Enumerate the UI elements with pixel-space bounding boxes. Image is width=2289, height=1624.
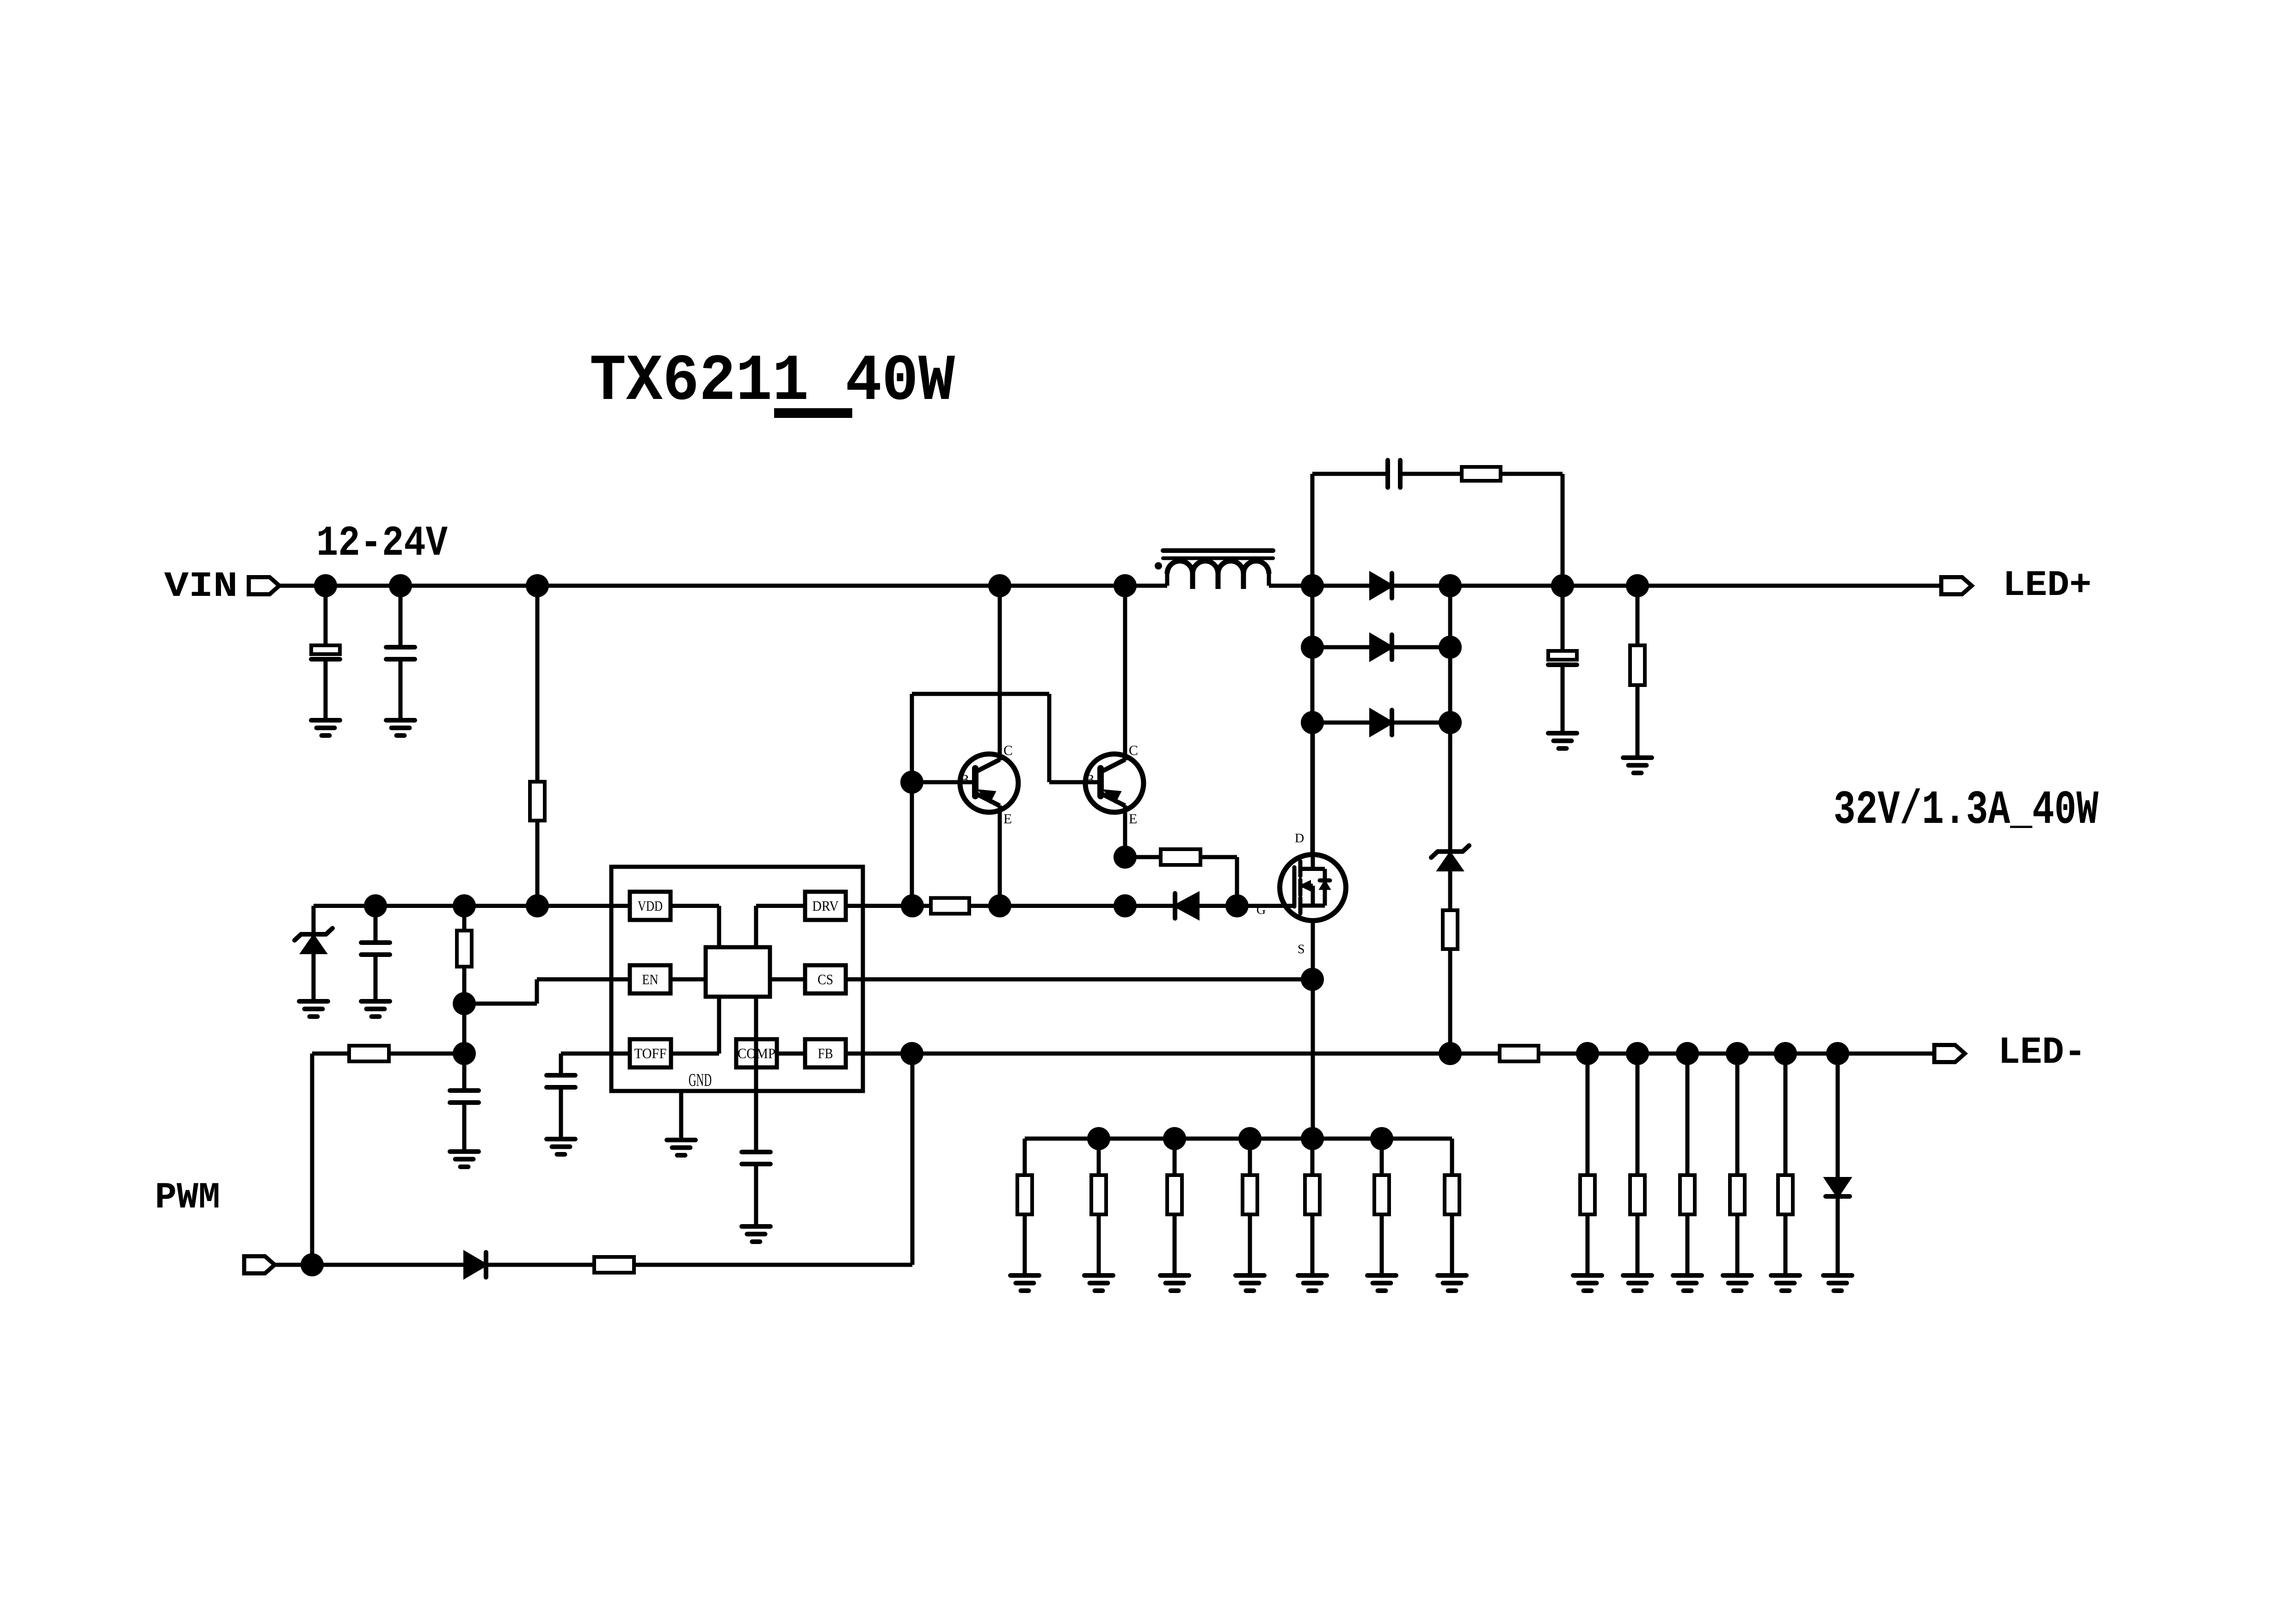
svg-text:VDD: VDD xyxy=(638,898,663,914)
svg-text:C: C xyxy=(1129,743,1138,758)
svg-text:CS: CS xyxy=(818,971,833,987)
svg-text:DRV: DRV xyxy=(812,898,839,914)
svg-text:EN: EN xyxy=(642,971,658,987)
svg-text:VIN: VIN xyxy=(164,567,238,607)
svg-text:D: D xyxy=(1295,831,1304,846)
svg-text:E: E xyxy=(1003,811,1012,827)
svg-text:12-24V: 12-24V xyxy=(316,519,448,568)
svg-text:E: E xyxy=(1129,811,1137,827)
svg-text:GND: GND xyxy=(689,1070,712,1090)
svg-text:S: S xyxy=(1298,942,1305,956)
svg-text:C: C xyxy=(1003,743,1013,758)
svg-text:LED-: LED- xyxy=(1998,1031,2086,1074)
svg-text:PWM: PWM xyxy=(155,1177,220,1219)
svg-text:TX6211 40W: TX6211 40W xyxy=(590,344,955,419)
svg-text:B: B xyxy=(1085,772,1095,787)
svg-text:G: G xyxy=(1256,903,1266,917)
svg-text:B: B xyxy=(960,772,969,787)
svg-text:TOFF: TOFF xyxy=(634,1045,667,1061)
svg-text:FB: FB xyxy=(818,1045,833,1061)
svg-text:LED+: LED+ xyxy=(2003,565,2092,606)
svg-text:32V/1.3A_40W: 32V/1.3A_40W xyxy=(1834,783,2098,837)
